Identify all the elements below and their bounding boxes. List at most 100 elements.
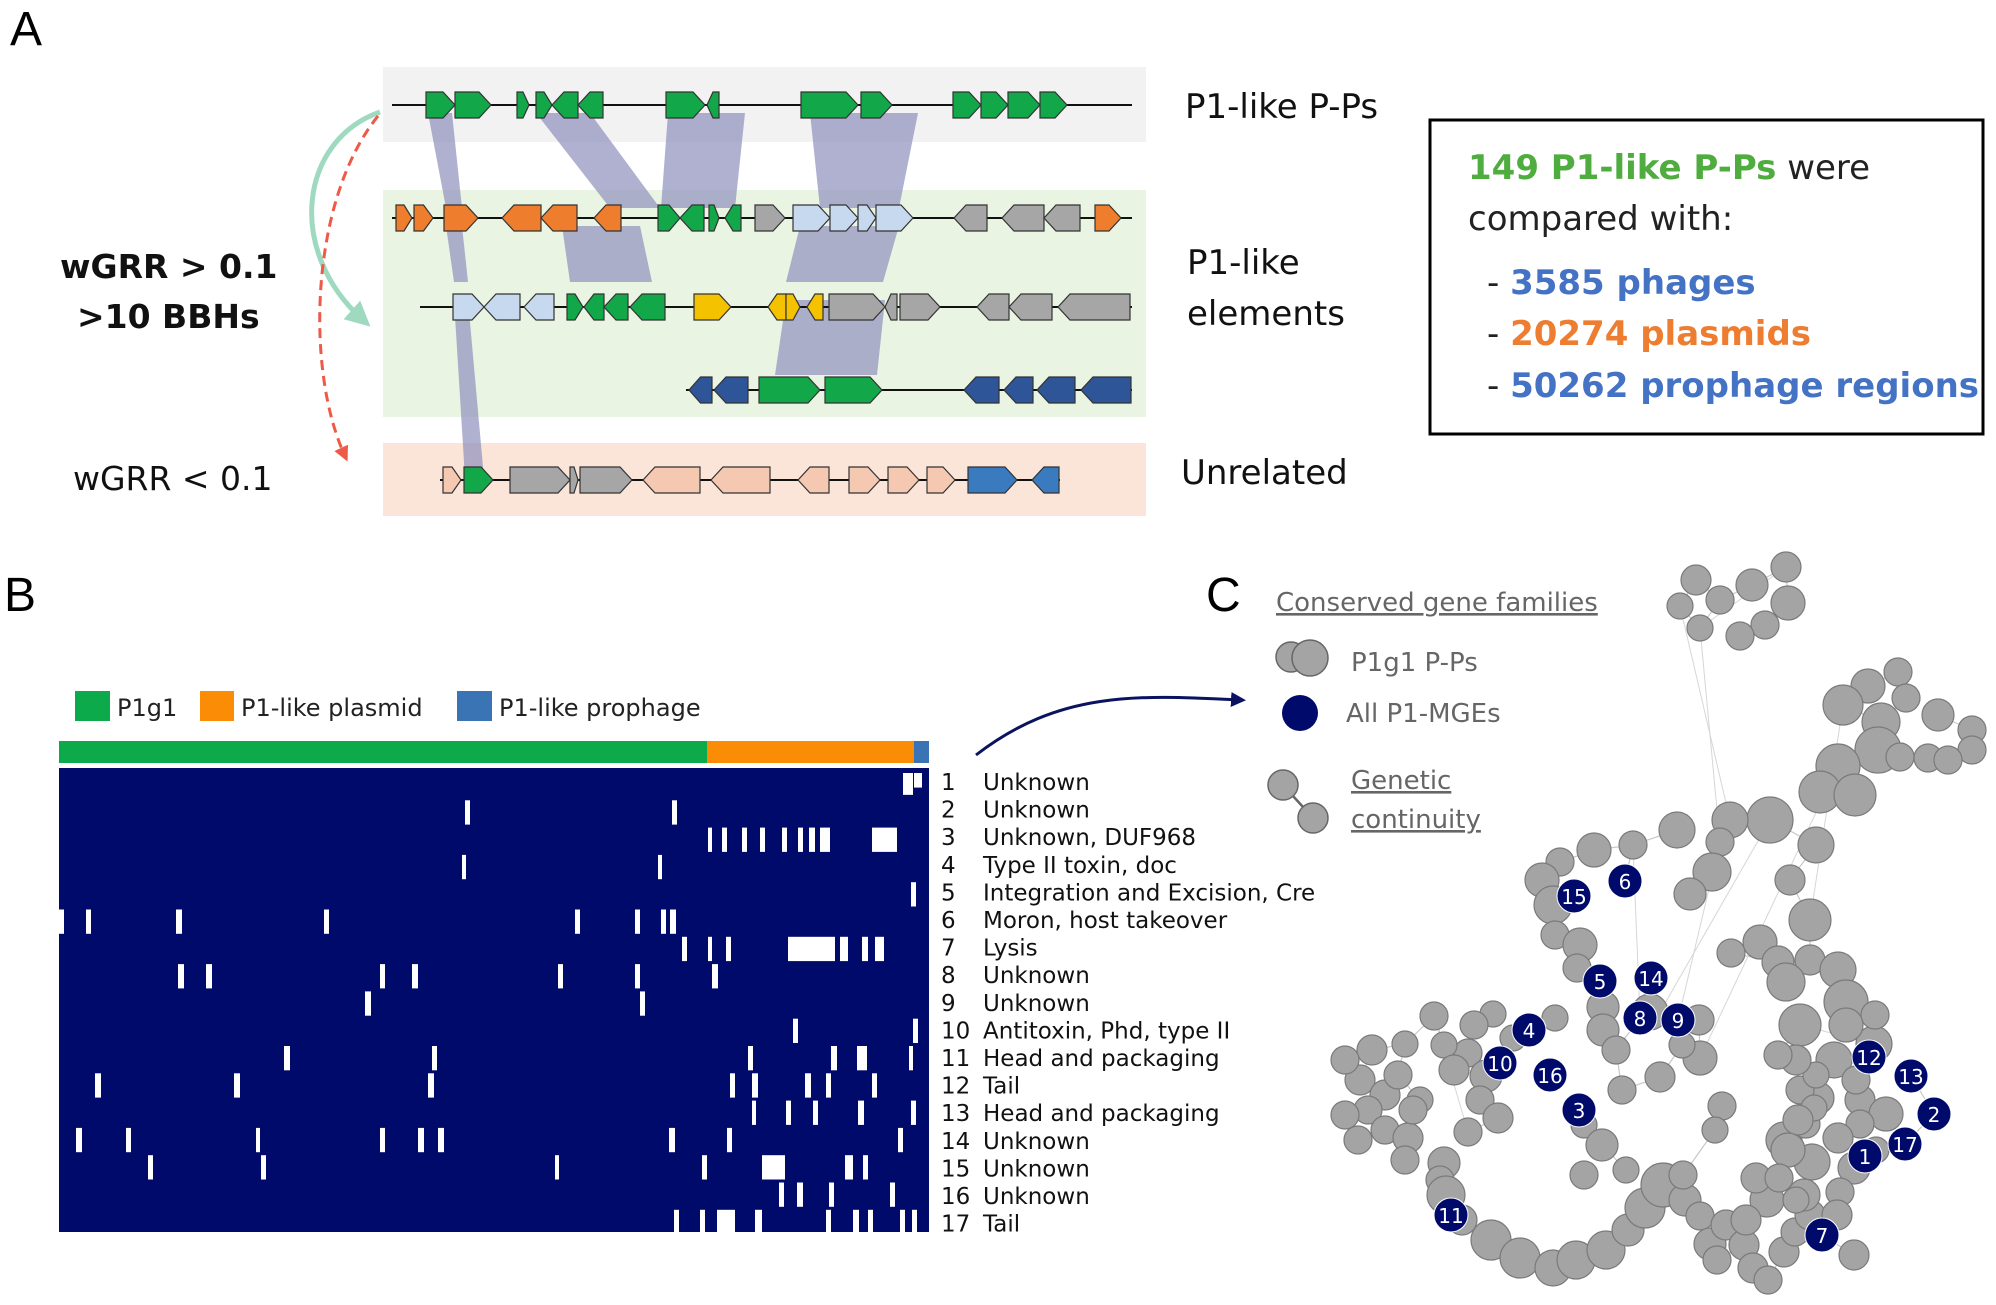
absence-row7-7 (875, 936, 884, 962)
row-number-12: 12 (941, 1074, 970, 1100)
absence-row7-5 (840, 936, 848, 962)
panel-b-to-c-arrow (975, 692, 1246, 757)
gene-arrow-t2-1 (395, 204, 413, 232)
gene-arrow-t3-15 (976, 293, 1010, 321)
grey-node-144 (1585, 1128, 1619, 1162)
grey-node-15 (1921, 698, 1955, 732)
group-bar (59, 741, 929, 763)
network-edge-169 (1699, 627, 1721, 843)
gene-arrow-t5-5 (579, 466, 633, 494)
legend-link-node-1 (1267, 769, 1299, 801)
gene-arrow-t1-2 (454, 91, 492, 119)
absence-row14-4 (380, 1127, 385, 1153)
gene-arrow-t5-7 (710, 466, 771, 494)
gene-arrow-t1-12 (980, 91, 1009, 119)
absence-row7-3 (726, 936, 731, 962)
grey-node-29 (1797, 826, 1835, 864)
grey-node-84 (1482, 1102, 1514, 1134)
absence-row8-6 (635, 964, 640, 989)
absence-row6-5 (575, 909, 580, 934)
gene-arrow-t3-16 (1008, 293, 1053, 321)
row-number-1: 1 (941, 770, 956, 796)
absence-row15-2 (261, 1155, 266, 1180)
blue-node-label-9: 9 (1672, 1009, 1685, 1033)
grey-node-40 (1774, 864, 1806, 896)
grey-node-7 (1750, 610, 1780, 640)
grey-node-22 (1885, 742, 1915, 772)
grey-node-137 (1764, 1163, 1794, 1193)
absence-row17-6 (853, 1209, 859, 1235)
grey-node-69 (1330, 1045, 1360, 1075)
row-label-13: Head and packaging (983, 1101, 1220, 1127)
grey-node-67 (1356, 1034, 1388, 1066)
grey-node-90 (1499, 1237, 1541, 1279)
absence-row17-9 (912, 1209, 917, 1235)
legend-swatch-plasmid (200, 691, 234, 721)
row-label-4: Type II toxin, doc (982, 853, 1177, 879)
row-number-16: 16 (941, 1184, 970, 1210)
absence-row15-5 (762, 1155, 785, 1180)
absence-row1-2 (914, 773, 922, 788)
grey-node-10 (1883, 657, 1913, 687)
heatmap-absences (59, 773, 922, 1235)
gene-arrow-t3-1 (452, 293, 485, 321)
row-label-7: Lysis (983, 936, 1038, 962)
legend-swatch-p1g1 (75, 691, 110, 721)
blue-node-14 (1633, 960, 1669, 996)
absence-row17-1 (674, 1209, 679, 1235)
blue-node-6 (1607, 863, 1643, 899)
panel-b-legend: P1g1 P1-like plasmid P1-like prophage (75, 691, 701, 722)
absence-row7-1 (682, 936, 687, 962)
blue-node-label-3: 3 (1573, 1099, 1586, 1123)
absence-row15-6 (845, 1155, 853, 1180)
grey-node-30 (1692, 852, 1732, 892)
gene-arrow-t2-4 (501, 204, 542, 232)
red-dashed-arrow (318, 115, 380, 462)
absence-row17-7 (868, 1209, 873, 1235)
absence-row7-4 (788, 936, 835, 962)
absence-row11-5 (857, 1046, 867, 1071)
absence-row15-3 (555, 1155, 559, 1180)
row-number-6: 6 (941, 908, 956, 934)
absence-row11-2 (432, 1046, 437, 1071)
absence-row12-3 (428, 1073, 434, 1098)
gene-arrow-t1-9 (800, 91, 859, 119)
gene-arrow-t3-7 (629, 293, 666, 321)
blue-node-5 (1582, 963, 1618, 999)
blue-node-label-1: 1 (1859, 1145, 1872, 1169)
blue-node-17 (1887, 1126, 1923, 1162)
grey-node-28 (1658, 811, 1696, 849)
blue-node-label-2: 2 (1928, 1103, 1941, 1127)
grey-node-58 (1601, 1035, 1631, 1065)
info-line1: 149 P1-like P-Ps were (1468, 148, 1870, 188)
legend-grey-node-2 (1291, 639, 1329, 677)
blue-node-label-15: 15 (1561, 885, 1586, 909)
grey-node-128 (1845, 1109, 1875, 1139)
gene-arrow-t5-9 (848, 466, 881, 494)
absence-row3-2 (722, 827, 727, 852)
absence-row8-7 (712, 964, 718, 989)
blue-node-1 (1847, 1138, 1883, 1174)
absence-row14-5 (418, 1127, 424, 1153)
blue-node-label-5: 5 (1594, 970, 1607, 994)
grey-node-9 (1725, 621, 1755, 651)
network-edge-165 (1659, 819, 1771, 1013)
legend-blue-node (1282, 695, 1318, 731)
absence-row6-7 (661, 909, 666, 934)
row-number-10: 10 (941, 1018, 970, 1044)
blue-node-label-17: 17 (1892, 1133, 1917, 1157)
legend-link-node-2 (1297, 802, 1329, 834)
panel-a-letter: A (10, 3, 42, 56)
gene-arrow-t5-2 (463, 466, 494, 494)
absence-row6-8 (670, 909, 676, 934)
row-label-16: Unknown (983, 1184, 1090, 1210)
blue-node-13 (1893, 1058, 1929, 1094)
row-label-3: Unknown, DUF968 (983, 825, 1196, 851)
absence-row16-1 (779, 1182, 784, 1207)
absence-row12-5 (752, 1073, 758, 1098)
grey-node-141 (1668, 1160, 1698, 1190)
blue-node-15 (1556, 878, 1592, 914)
gene-arrow-t4-2 (713, 376, 749, 404)
